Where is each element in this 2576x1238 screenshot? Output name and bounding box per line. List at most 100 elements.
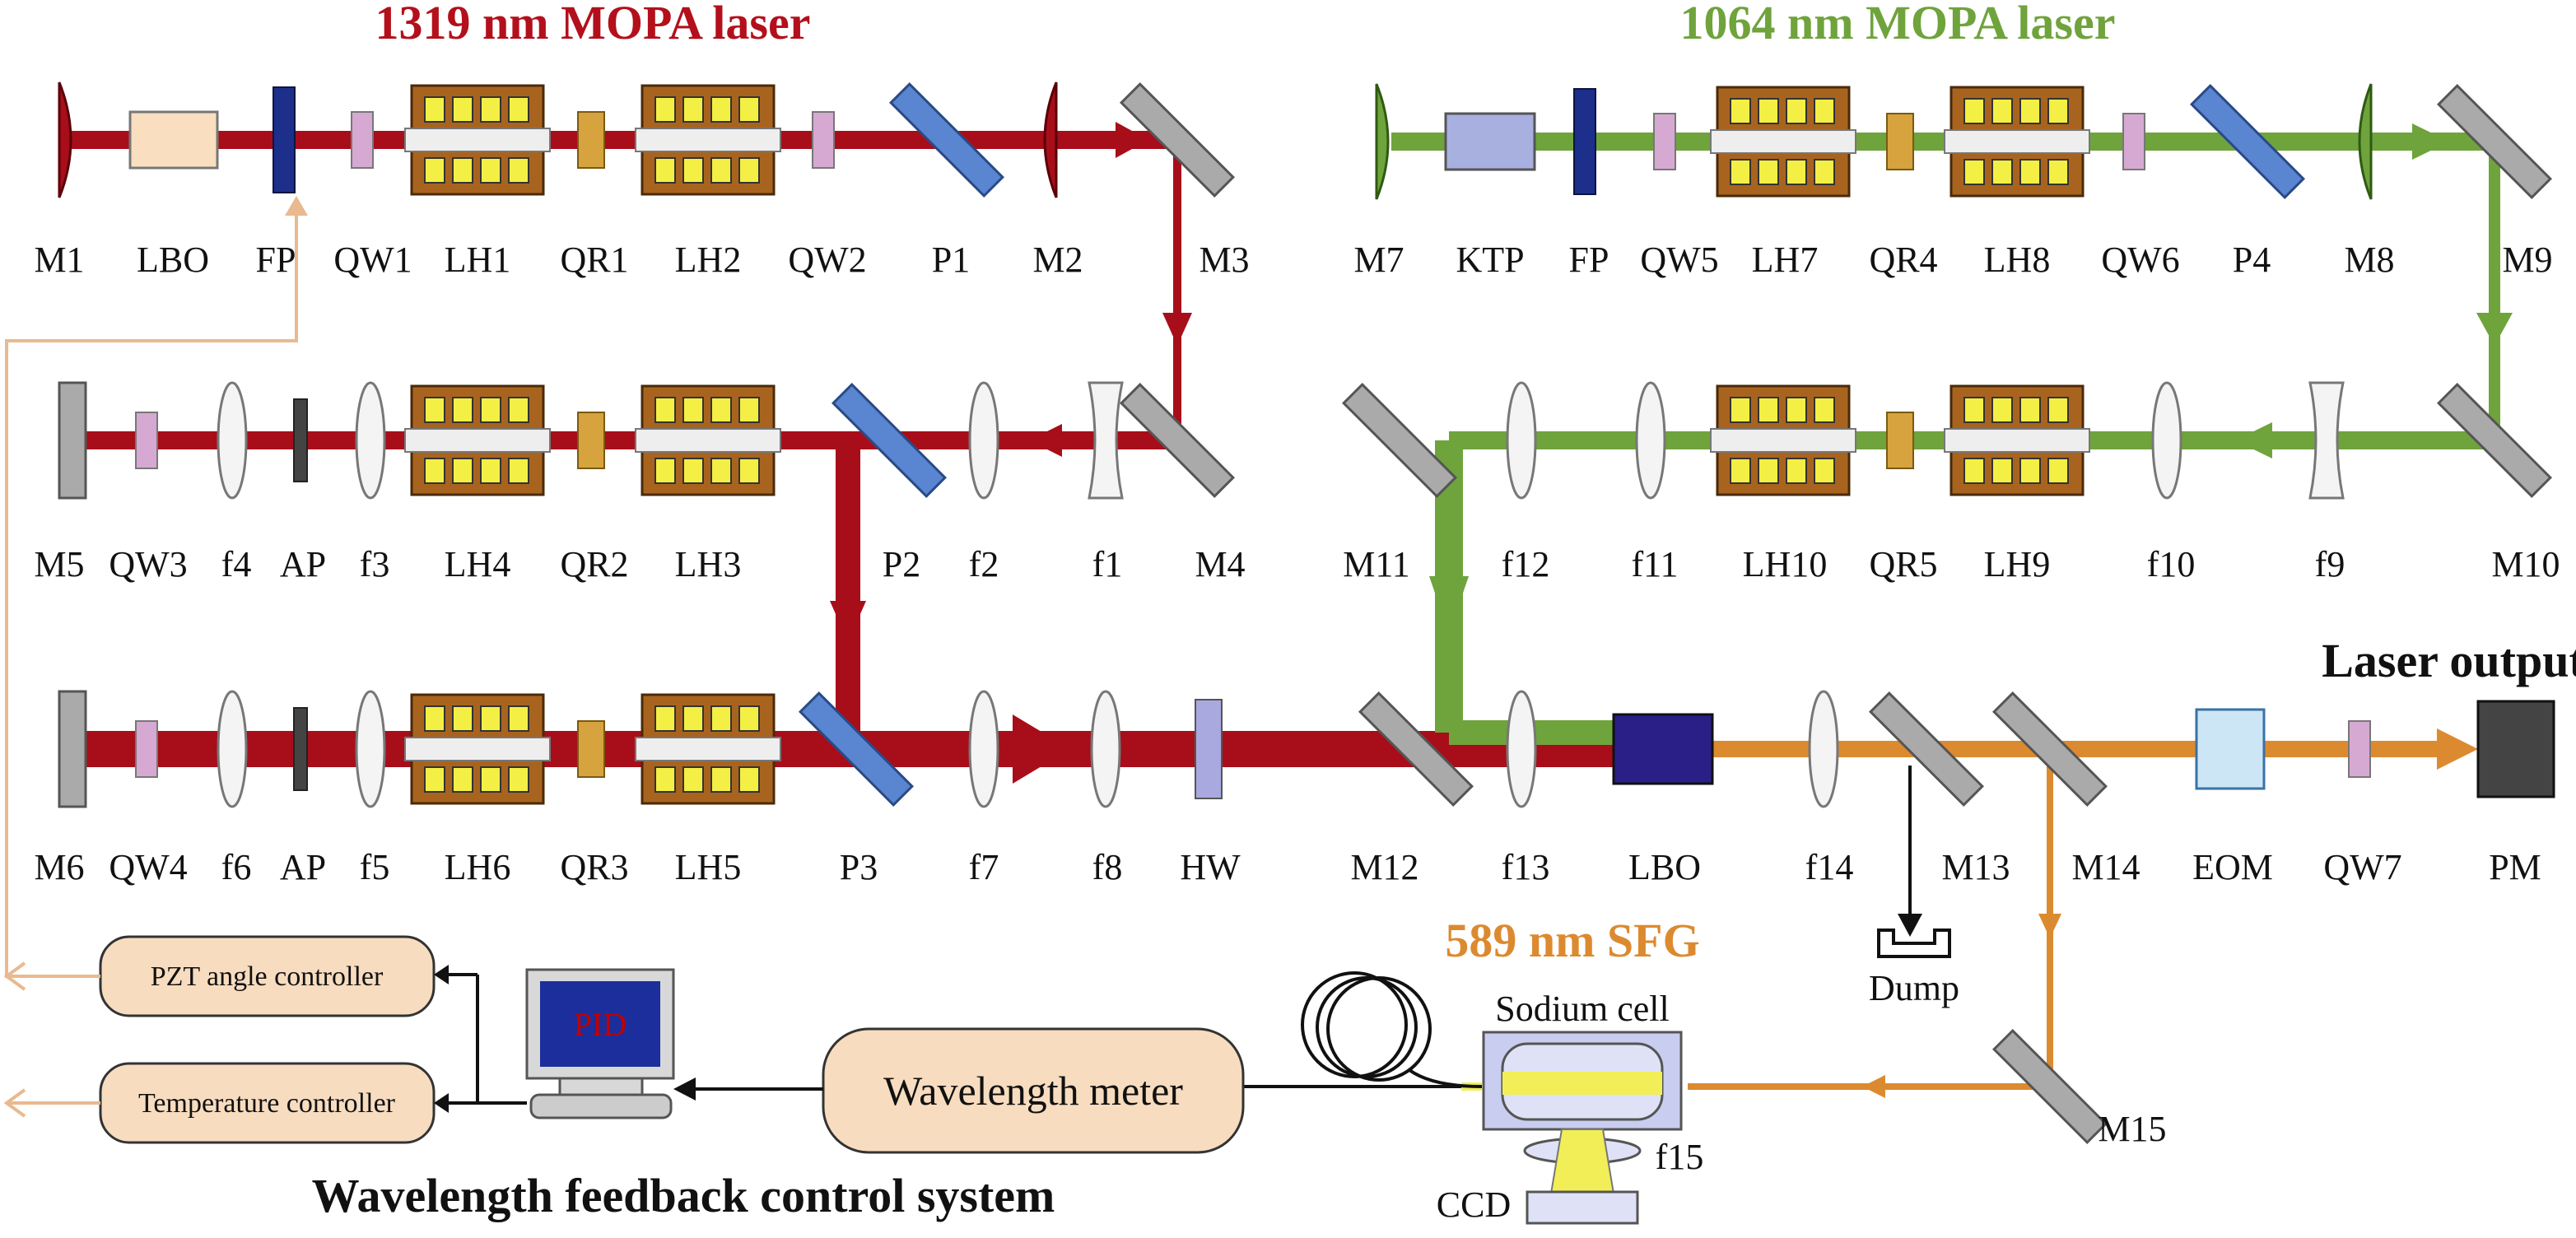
red-arrow-right-2 bbox=[1013, 714, 1070, 784]
label-dump: Dump bbox=[1869, 968, 1959, 1008]
label-qw5: QW5 bbox=[1640, 240, 1718, 280]
mirror-m5 bbox=[58, 381, 87, 500]
red-arrow-down bbox=[1162, 313, 1192, 346]
label-m15: M15 bbox=[2098, 1109, 2166, 1149]
green-arrow-right bbox=[2412, 123, 2449, 160]
label-lh5: LH5 bbox=[675, 847, 742, 887]
label-lh7: LH7 bbox=[1752, 240, 1819, 280]
orange-arrow-left bbox=[1862, 1075, 1885, 1098]
ccd-camera bbox=[1523, 1129, 1642, 1225]
quarter-waveplate-qw1 bbox=[351, 111, 374, 169]
arrow-to-temp bbox=[434, 1093, 449, 1113]
quarter-waveplate-qw2 bbox=[812, 111, 835, 169]
label-qr1: QR1 bbox=[560, 240, 628, 280]
aperture-ap bbox=[293, 398, 308, 482]
label-qw6: QW6 bbox=[2101, 240, 2179, 280]
laser-head-lh9 bbox=[1943, 384, 2091, 496]
mirror-m2 bbox=[1043, 81, 1058, 198]
sodium-cell bbox=[1461, 1031, 1683, 1131]
label-wavelength-meter: Wavelength meter bbox=[883, 1068, 1183, 1114]
laser-head-lh2 bbox=[634, 84, 782, 196]
label-f13: f13 bbox=[1502, 847, 1550, 887]
quarter-waveplate-qw3 bbox=[135, 412, 158, 469]
label-f5: f5 bbox=[360, 847, 390, 887]
label-p4: P4 bbox=[2233, 240, 2271, 280]
feedback-arrow-up bbox=[285, 196, 308, 216]
power-meter-pm bbox=[2476, 700, 2555, 798]
label-fp: FP bbox=[256, 240, 296, 280]
label-ap-2: AP bbox=[280, 847, 326, 887]
label-fp-green: FP bbox=[1569, 240, 1609, 280]
green-arrow-left bbox=[2235, 422, 2272, 458]
laser-head-lh4 bbox=[403, 384, 552, 496]
green-row1-components bbox=[1375, 83, 2552, 200]
label-sodium-cell: Sodium cell bbox=[1495, 989, 1669, 1029]
label-f10: f10 bbox=[2147, 544, 2196, 584]
laser-head-lh7 bbox=[1709, 86, 1857, 198]
eom-modulator bbox=[2195, 708, 2266, 790]
red-arrow-right bbox=[1116, 122, 1148, 158]
label-f3: f3 bbox=[360, 544, 390, 584]
label-m12: M12 bbox=[1350, 847, 1418, 887]
label-hw: HW bbox=[1180, 847, 1241, 887]
laser-head-lh1 bbox=[403, 84, 552, 196]
label-f1: f1 bbox=[1092, 544, 1123, 584]
lens-f7 bbox=[968, 690, 999, 808]
lens-f10 bbox=[2151, 381, 2182, 500]
laser-head-lh6 bbox=[403, 693, 552, 805]
quarter-waveplate-qw4 bbox=[135, 720, 158, 778]
label-pid: PID bbox=[574, 1006, 627, 1043]
label-lbo: LBO bbox=[137, 240, 209, 280]
aperture-ap-2 bbox=[293, 707, 308, 791]
label-m4: M4 bbox=[1195, 544, 1245, 584]
label-lh3: LH3 bbox=[675, 544, 742, 584]
feedback-arrow-left-1 bbox=[3, 961, 26, 991]
label-qw1: QW1 bbox=[333, 240, 412, 280]
quartz-rotator-qr5 bbox=[1886, 412, 1914, 469]
label-m14: M14 bbox=[2071, 847, 2140, 887]
label-pzt-controller: PZT angle controller bbox=[151, 961, 384, 992]
green-arrow-down bbox=[2476, 313, 2513, 346]
title-1064: 1064 nm MOPA laser bbox=[1680, 0, 2116, 49]
title-feedback: Wavelength feedback control system bbox=[312, 1169, 1055, 1222]
lbo-crystal-sfg bbox=[1612, 713, 1714, 785]
pid-to-controllers-lines bbox=[445, 973, 527, 1105]
label-f12: f12 bbox=[1502, 544, 1550, 584]
label-m2: M2 bbox=[1032, 240, 1083, 280]
label-p2: P2 bbox=[883, 544, 920, 584]
label-m8: M8 bbox=[2344, 240, 2394, 280]
label-lh4: LH4 bbox=[445, 544, 511, 584]
label-ap: AP bbox=[280, 544, 326, 584]
orange-arrow-right bbox=[2437, 728, 2478, 770]
label-p1: P1 bbox=[932, 240, 970, 280]
label-ccd: CCD bbox=[1437, 1184, 1511, 1225]
label-f9: f9 bbox=[2315, 544, 2345, 584]
laser-head-lh3 bbox=[634, 384, 782, 496]
label-qr5: QR5 bbox=[1869, 544, 1937, 584]
label-f15: f15 bbox=[1656, 1137, 1704, 1177]
quarter-waveplate-qw5 bbox=[1653, 113, 1676, 170]
title-laser-output: Laser output bbox=[2322, 634, 2576, 687]
quarter-waveplate-qw7 bbox=[2348, 720, 2371, 778]
title-sfg: 589 nm SFG bbox=[1445, 914, 1699, 967]
meter-to-pid-arrow bbox=[673, 1077, 696, 1101]
lens-f11 bbox=[1635, 381, 1666, 500]
label-ktp: KTP bbox=[1456, 240, 1524, 280]
label-f14: f14 bbox=[1805, 847, 1854, 887]
label-qw7: QW7 bbox=[2323, 847, 2401, 887]
title-1319: 1319 nm MOPA laser bbox=[375, 0, 811, 49]
lens-f1 bbox=[1088, 381, 1124, 500]
lens-f9 bbox=[2308, 381, 2345, 500]
lens-f8 bbox=[1090, 690, 1121, 808]
mirror-m7 bbox=[1375, 83, 1390, 200]
laser-head-lh10 bbox=[1709, 384, 1857, 496]
label-lh9: LH9 bbox=[1984, 544, 2051, 584]
label-m6: M6 bbox=[34, 847, 84, 887]
quartz-rotator-qr4 bbox=[1886, 113, 1914, 170]
label-p3: P3 bbox=[840, 847, 878, 887]
pid-computer bbox=[525, 968, 675, 1119]
label-m10: M10 bbox=[2491, 544, 2560, 584]
lens-f3 bbox=[355, 381, 386, 500]
row1-components bbox=[58, 81, 1235, 198]
